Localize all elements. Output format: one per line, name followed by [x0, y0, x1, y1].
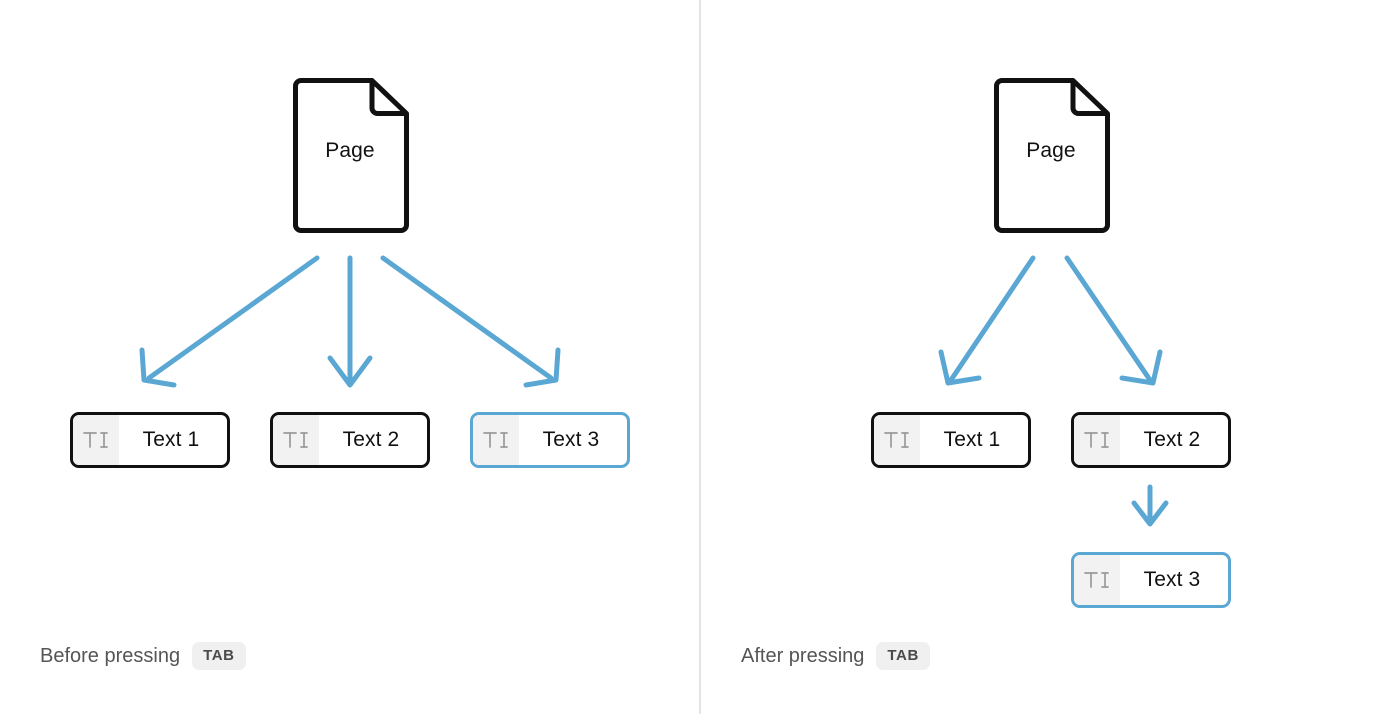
- text-node-label: Text 3: [1143, 568, 1201, 591]
- text-node-text1[interactable]: Text 1: [871, 412, 1031, 468]
- arrow-page-to-text2: [327, 255, 373, 388]
- text-field-icon: [73, 415, 119, 465]
- text-node-text2[interactable]: Text 2: [1071, 412, 1231, 468]
- arrow-page-to-text3: [380, 255, 561, 388]
- text-node-label: Text 2: [342, 428, 400, 451]
- page-node-before[interactable]: Page: [290, 77, 410, 234]
- page-node-label: Page: [1026, 139, 1076, 162]
- arrow-page-to-text1: [938, 255, 1036, 386]
- text-field-icon: [473, 415, 519, 465]
- tab-key-badge: TAB: [192, 642, 246, 670]
- text-node-label: Text 2: [1143, 428, 1201, 451]
- document-icon: [293, 78, 409, 233]
- caption-text: Before pressing: [40, 644, 181, 667]
- text-node-text1[interactable]: Text 1: [70, 412, 230, 468]
- caption-after: After pressing TAB: [741, 642, 930, 670]
- text-field-icon: [1074, 415, 1120, 465]
- text-node-text3[interactable]: Text 3: [470, 412, 630, 468]
- text-field-icon: [273, 415, 319, 465]
- panel-after: Page Text 1: [701, 0, 1400, 714]
- text-node-label: Text 3: [542, 428, 600, 451]
- text-field-icon: [1074, 555, 1120, 605]
- caption-before: Before pressing TAB: [40, 642, 246, 670]
- page-node-after[interactable]: Page: [991, 77, 1111, 234]
- document-icon: [994, 78, 1110, 233]
- tab-key-badge: TAB: [876, 642, 930, 670]
- caption-text: After pressing: [741, 644, 865, 667]
- arrow-text2-to-text3: [1131, 484, 1169, 527]
- panel-before: Page Text 1: [0, 0, 699, 714]
- arrow-page-to-text2: [1064, 255, 1163, 386]
- page-node-label: Page: [325, 139, 375, 162]
- text-node-text2[interactable]: Text 2: [270, 412, 430, 468]
- text-node-label: Text 1: [142, 428, 200, 451]
- text-node-text3[interactable]: Text 3: [1071, 552, 1231, 608]
- panel-divider: [699, 0, 701, 714]
- arrow-page-to-text1: [139, 255, 320, 388]
- text-node-label: Text 1: [943, 428, 1001, 451]
- text-field-icon: [874, 415, 920, 465]
